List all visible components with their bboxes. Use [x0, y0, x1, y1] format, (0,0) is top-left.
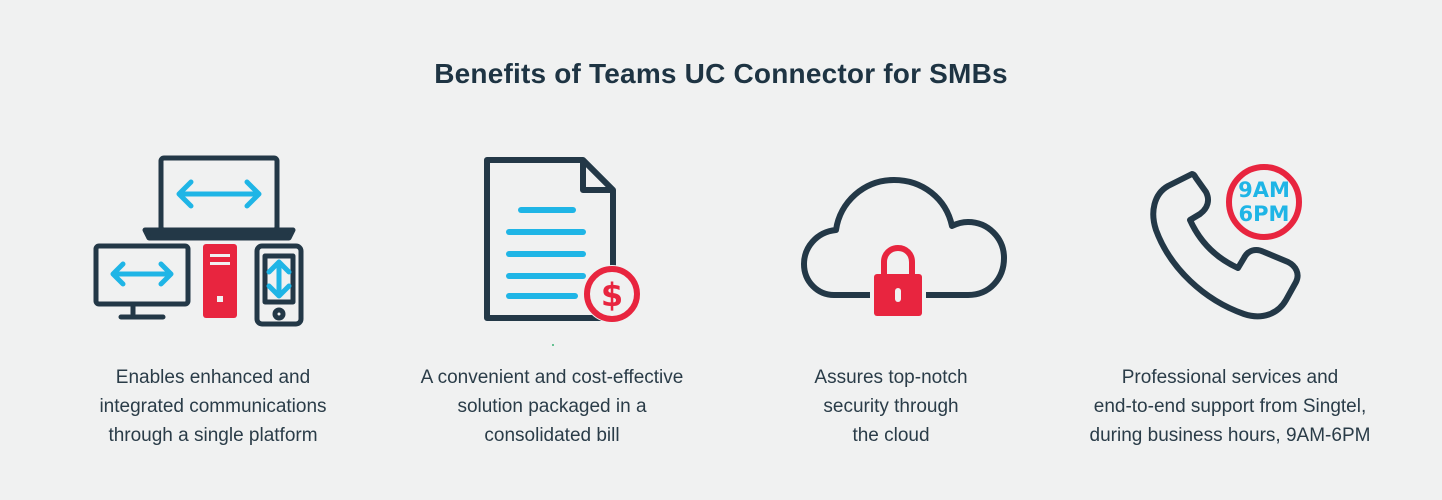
benefit-caption: Enables enhanced and integrated communic…	[43, 363, 383, 450]
benefit-security: Assures top-notch security through the c…	[721, 150, 1061, 446]
phone-support-icon: 9AM 6PM	[1150, 162, 1304, 320]
badge-open-time: 9AM	[1238, 178, 1290, 202]
devices-icon	[93, 155, 304, 327]
caption-line: integrated communications	[99, 396, 327, 417]
benefit-platform: Enables enhanced and integrated communic…	[43, 150, 383, 446]
caption-line: Enables enhanced and	[115, 367, 311, 388]
badge-close-time: 6PM	[1239, 202, 1290, 226]
caption-line: A convenient and cost-effective	[420, 367, 684, 388]
icon-area: 9AM 6PM	[1060, 150, 1400, 330]
benefit-support: 9AM 6PM Professional services and end-to…	[1060, 150, 1400, 446]
icon-area	[721, 150, 1061, 330]
decorative-dot	[552, 344, 554, 346]
svg-text:$: $	[601, 276, 623, 314]
caption-line: solution packaged in a	[457, 396, 647, 417]
benefit-bill: $ A convenient and cost-effective soluti…	[382, 150, 722, 446]
icon-area: $	[382, 150, 722, 330]
bill-document-icon: $	[484, 157, 641, 323]
benefit-caption: Professional services and end-to-end sup…	[1060, 363, 1400, 450]
caption-line: during business hours, 9AM-6PM	[1089, 425, 1371, 446]
caption-line: Professional services and	[1121, 367, 1339, 388]
caption-line: end-to-end support from Singtel,	[1093, 396, 1367, 417]
caption-line: security through	[823, 396, 959, 417]
caption-line: the cloud	[852, 425, 930, 446]
caption-line: Assures top-notch	[814, 367, 968, 388]
caption-line: through a single platform	[108, 425, 318, 446]
page-title: Benefits of Teams UC Connector for SMBs	[434, 58, 1008, 89]
icon-area	[43, 150, 383, 330]
benefit-caption: A convenient and cost-effective solution…	[382, 363, 722, 450]
benefit-caption: Assures top-notch security through the c…	[721, 363, 1061, 450]
caption-line: consolidated bill	[484, 425, 620, 446]
cloud-lock-icon	[801, 177, 1007, 320]
